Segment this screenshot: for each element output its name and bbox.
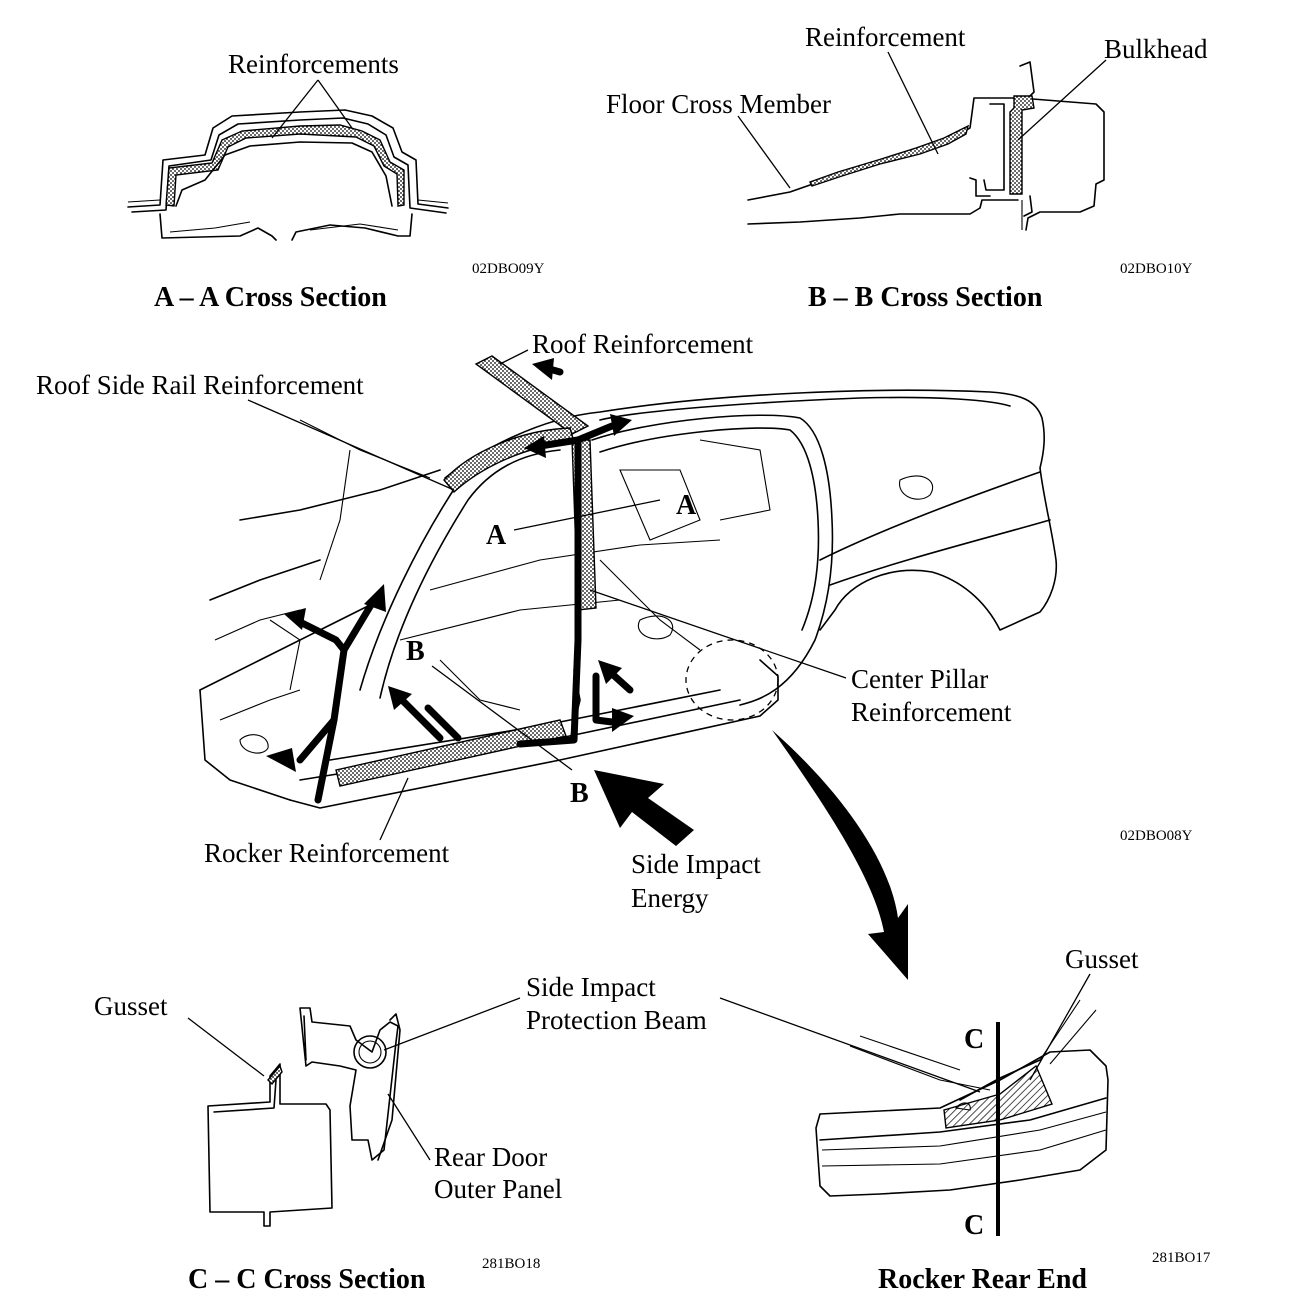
reinforcements-leader-left bbox=[271, 79, 319, 139]
beam-label-line1: Side Impact bbox=[526, 972, 656, 1002]
rocker-rear-drawing bbox=[815, 999, 1109, 1197]
roof-side-rail-part bbox=[443, 427, 575, 494]
rocker-rear-title: Rocker Rear End bbox=[878, 1264, 1087, 1295]
aa-section-drawing bbox=[127, 109, 449, 241]
door-panel-leader bbox=[387, 1093, 431, 1161]
rocker-detail-pointer-arrow bbox=[772, 730, 908, 980]
center-pillar-leader bbox=[589, 589, 847, 679]
load-path-arrows bbox=[266, 358, 634, 804]
rocker-gusset-label: Gusset bbox=[1065, 944, 1139, 974]
section-line-a bbox=[513, 499, 661, 531]
rocker-reinforcement-leader bbox=[379, 777, 409, 841]
door-panel-label-line2: Outer Panel bbox=[434, 1174, 562, 1204]
beam-label-line2: Protection Beam bbox=[526, 1005, 707, 1035]
bb-figure-code: 02DBO10Y bbox=[1120, 261, 1193, 277]
aa-section-title: A – A Cross Section bbox=[154, 282, 387, 313]
cc-section-title: C – C Cross Section bbox=[188, 1264, 426, 1295]
floor-cross-member-label: Floor Cross Member bbox=[606, 89, 831, 119]
roof-reinforcement-part bbox=[474, 355, 590, 435]
side-impact-arrow bbox=[594, 770, 694, 846]
rocker-detail-circle bbox=[685, 639, 779, 721]
floor-cross-member-leader bbox=[737, 115, 791, 189]
center-pillar-label-line2: Reinforcement bbox=[851, 697, 1012, 727]
roof-side-rail-label: Roof Side Rail Reinforcement bbox=[36, 370, 364, 400]
section-marker-b-top: B bbox=[406, 636, 425, 667]
rocker-beam-leader bbox=[719, 997, 981, 1093]
bb-reinforcement-label: Reinforcement bbox=[805, 22, 966, 52]
roof-reinforcement-label: Roof Reinforcement bbox=[532, 329, 754, 359]
body-figure-code: 02DBO08Y bbox=[1120, 828, 1193, 844]
reinforcement-leader bbox=[887, 51, 939, 155]
door-panel-label-line1: Rear Door bbox=[434, 1142, 547, 1172]
cc-section-drawing bbox=[207, 1007, 401, 1227]
side-impact-label-line1: Side Impact bbox=[631, 849, 761, 879]
cc-cross-section: Gusset Side Impact Protection Beam Rear … bbox=[94, 972, 707, 1295]
section-marker-c-bottom: C bbox=[964, 1210, 984, 1241]
section-marker-b-bottom: B bbox=[570, 778, 589, 809]
rocker-gusset-leader bbox=[1029, 973, 1091, 1081]
reinforcements-label: Reinforcements bbox=[228, 49, 399, 79]
section-marker-c-top: C bbox=[964, 1024, 984, 1055]
beam-leader bbox=[383, 997, 521, 1051]
side-impact-label-line2: Energy bbox=[631, 883, 709, 913]
roof-side-rail-leader bbox=[247, 399, 455, 491]
rocker-figure-code: 281BO17 bbox=[1152, 1250, 1211, 1266]
bulkhead-label: Bulkhead bbox=[1104, 34, 1208, 64]
bulkhead-leader bbox=[1017, 59, 1107, 141]
center-pillar-label-line1: Center Pillar bbox=[851, 664, 988, 694]
cc-gusset-leader bbox=[187, 1017, 265, 1077]
body-shell: Roof Reinforcement Roof Side Rail Reinfo… bbox=[36, 329, 1193, 980]
bb-section-title: B – B Cross Section bbox=[808, 282, 1043, 313]
aa-cross-section: Reinforcements 02DBO09Y A – A Cross Sect… bbox=[127, 49, 545, 313]
roof-reinforcement-leader bbox=[499, 349, 529, 365]
reinforcements-leader-right bbox=[317, 79, 353, 129]
rocker-reinforcement-label: Rocker Reinforcement bbox=[204, 838, 450, 868]
cc-gusset-label: Gusset bbox=[94, 991, 168, 1021]
bb-cross-section: Reinforcement Bulkhead Floor Cross Membe… bbox=[606, 22, 1208, 313]
cc-figure-code: 281BO18 bbox=[482, 1256, 540, 1272]
rocker-rear-end: C C Gusset 281BO17 Rocker Rear End bbox=[719, 944, 1211, 1295]
rocker-reinforcement-part bbox=[335, 719, 567, 787]
bb-section-drawing bbox=[747, 61, 1105, 231]
aa-figure-code: 02DBO09Y bbox=[472, 261, 545, 277]
section-marker-a-right: A bbox=[676, 490, 697, 521]
section-marker-a-left: A bbox=[486, 520, 507, 551]
section-line-b bbox=[431, 665, 573, 771]
